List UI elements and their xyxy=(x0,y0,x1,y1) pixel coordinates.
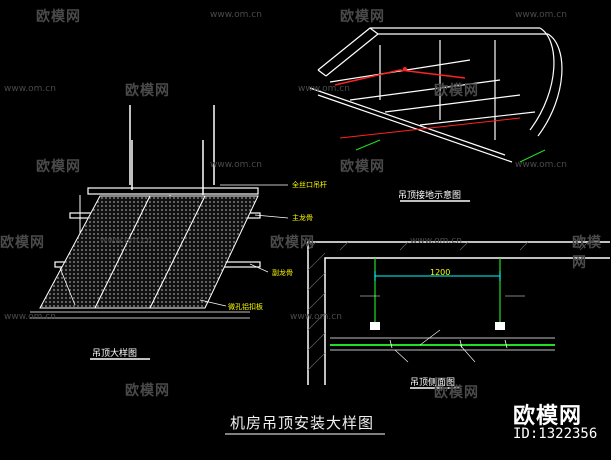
watermark-logo: 欧模网 xyxy=(125,83,170,99)
watermark-logo: 欧模网 xyxy=(340,9,385,25)
watermark-logo: 欧模网 xyxy=(434,385,479,401)
watermark-logo: 欧模网 xyxy=(434,83,479,99)
watermark-url: www.om.cn xyxy=(4,84,56,94)
dimension-label: 1200 xyxy=(430,268,451,277)
ceiling-detail-drawing xyxy=(30,105,289,360)
watermark-logo: 欧模网 xyxy=(36,159,81,175)
watermark-url: www.om.cn xyxy=(100,236,152,246)
label-main-runner: 主龙骨 xyxy=(292,214,313,222)
watermark-logo: 欧模网 xyxy=(572,235,602,271)
watermark-logo: 欧模网 xyxy=(340,159,385,175)
label-threaded-rod: 全丝口吊杆 xyxy=(292,181,327,189)
label-perforated-panel: 微孔铝扣板 xyxy=(228,303,263,311)
watermark-url: www.om.cn xyxy=(210,10,262,20)
brand-logo: 欧模网 xyxy=(513,404,583,429)
detail-title-ground: 吊顶接地示意图 xyxy=(398,191,462,201)
watermark-url: www.om.cn xyxy=(298,84,350,94)
watermark-logo: 欧模网 xyxy=(36,9,81,25)
watermark-url: www.om.cn xyxy=(4,312,56,322)
watermark-url: www.om.cn xyxy=(210,160,262,170)
brand-id: ID:1322356 xyxy=(513,426,598,442)
label-cross-runner: 副龙骨 xyxy=(272,269,293,277)
detail-title-big: 吊顶大样图 xyxy=(92,349,138,359)
watermark-url: www.om.cn xyxy=(290,312,342,322)
watermark-logo: 欧模网 xyxy=(125,383,170,399)
detail-title-section: 吊顶侧面图 xyxy=(410,378,456,388)
watermark-url: www.om.cn xyxy=(515,160,567,170)
section-diagram xyxy=(307,241,610,389)
watermark-logo: 欧模网 xyxy=(270,235,315,251)
grounding-diagram xyxy=(309,27,563,202)
watermark-logo: 欧模网 xyxy=(0,235,45,251)
watermark-url: www.om.cn xyxy=(515,10,567,20)
main-title: 机房吊顶安装大样图 xyxy=(230,414,375,432)
watermark-url: www.om.cn xyxy=(410,236,462,246)
